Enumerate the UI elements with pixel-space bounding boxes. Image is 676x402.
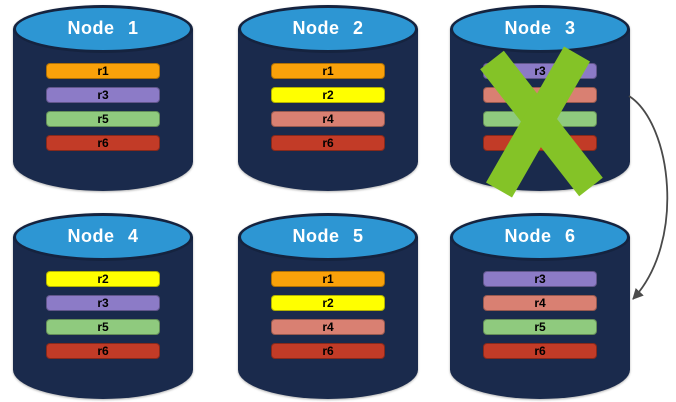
node-4-cylinder-top: Node 4 [13,213,193,261]
replica-label: r3 [97,88,109,102]
node-2-title: Node 2 [292,17,364,38]
replica-bar-r4: r4 [271,319,385,335]
replica-label: r6 [97,136,109,150]
replica-label: r3 [97,296,109,310]
replica-label: r6 [322,344,334,358]
replica-label: r5 [534,320,546,334]
node-6-cylinder-body [450,237,630,399]
replica-bar-r3: r3 [483,63,597,79]
replica-label: r6 [534,344,546,358]
failover-arrow-icon [628,95,669,300]
node-2-cylinder-top: Node 2 [238,5,418,53]
replica-bar-r3: r3 [483,271,597,287]
replica-bar-r6: r6 [46,135,160,151]
replica-bar-r2: r2 [271,295,385,311]
replica-bar-r1: r1 [271,271,385,287]
replica-bar-r6: r6 [483,343,597,359]
replica-bar-r4: r4 [271,111,385,127]
node-3-replica-list: r3 [483,63,597,151]
replica-bar-r6: r6 [271,135,385,151]
node-1-cylinder-top: Node 1 [13,5,193,53]
replica-bar-r1: r1 [271,63,385,79]
replica-bar-r4: r4 [483,295,597,311]
node-3-cylinder-top: Node 3 [450,5,630,53]
replica-bar-r6: r6 [46,343,160,359]
node-5-cylinder-top: Node 5 [238,213,418,261]
replica-label: r6 [322,136,334,150]
replica-bar-r2: r2 [271,87,385,103]
node-1-title: Node 1 [67,17,139,38]
replica-bar [483,135,597,151]
node-1: Node 1 r1 r3 r5 r6 [13,5,193,191]
node-2-cylinder-body [238,29,418,191]
node-5-title: Node 5 [292,225,364,246]
replica-label: r5 [97,320,109,334]
replica-bar-r3: r3 [46,87,160,103]
replica-bar-r3: r3 [46,295,160,311]
replica-bar-r1: r1 [46,63,160,79]
node-2-replica-list: r1 r2 r4 r6 [271,63,385,151]
replica-label: r3 [534,272,546,286]
node-4-replica-list: r2 r3 r5 r6 [46,271,160,359]
replica-label: r1 [322,64,334,78]
replica-bar-r6: r6 [271,343,385,359]
node-5: Node 5 r1 r2 r4 r6 [238,213,418,399]
replica-bar [483,111,597,127]
node-3-title: Node 3 [504,17,576,38]
replica-label: r5 [97,112,109,126]
node-2: Node 2 r1 r2 r4 r6 [238,5,418,191]
node-4-cylinder-body [13,237,193,399]
replica-label: r4 [322,112,334,126]
replica-bar-r5: r5 [483,319,597,335]
replica-bar-r5: r5 [46,111,160,127]
node-4-title: Node 4 [67,225,139,246]
node-1-cylinder-body [13,29,193,191]
node-6: Node 6 r3 r4 r5 r6 [450,213,630,399]
replica-label: r2 [322,296,334,310]
node-5-replica-list: r1 r2 r4 r6 [271,271,385,359]
node-1-replica-list: r1 r3 r5 r6 [46,63,160,151]
replica-bar-r5: r5 [46,319,160,335]
node-6-title: Node 6 [504,225,576,246]
replica-label: r1 [97,64,109,78]
replica-label: r2 [322,88,334,102]
node-3: Node 3 r3 [450,5,630,191]
replica-bar [483,87,597,103]
replica-label: r2 [97,272,109,286]
node-4: Node 4 r2 r3 r5 r6 [13,213,193,399]
replica-label: r3 [534,64,546,78]
replica-bar-r2: r2 [46,271,160,287]
replica-label: r6 [97,344,109,358]
replica-label: r4 [322,320,334,334]
replica-label: r1 [322,272,334,286]
node-6-cylinder-top: Node 6 [450,213,630,261]
node-5-cylinder-body [238,237,418,399]
node-6-replica-list: r3 r4 r5 r6 [483,271,597,359]
replica-label: r4 [534,296,546,310]
